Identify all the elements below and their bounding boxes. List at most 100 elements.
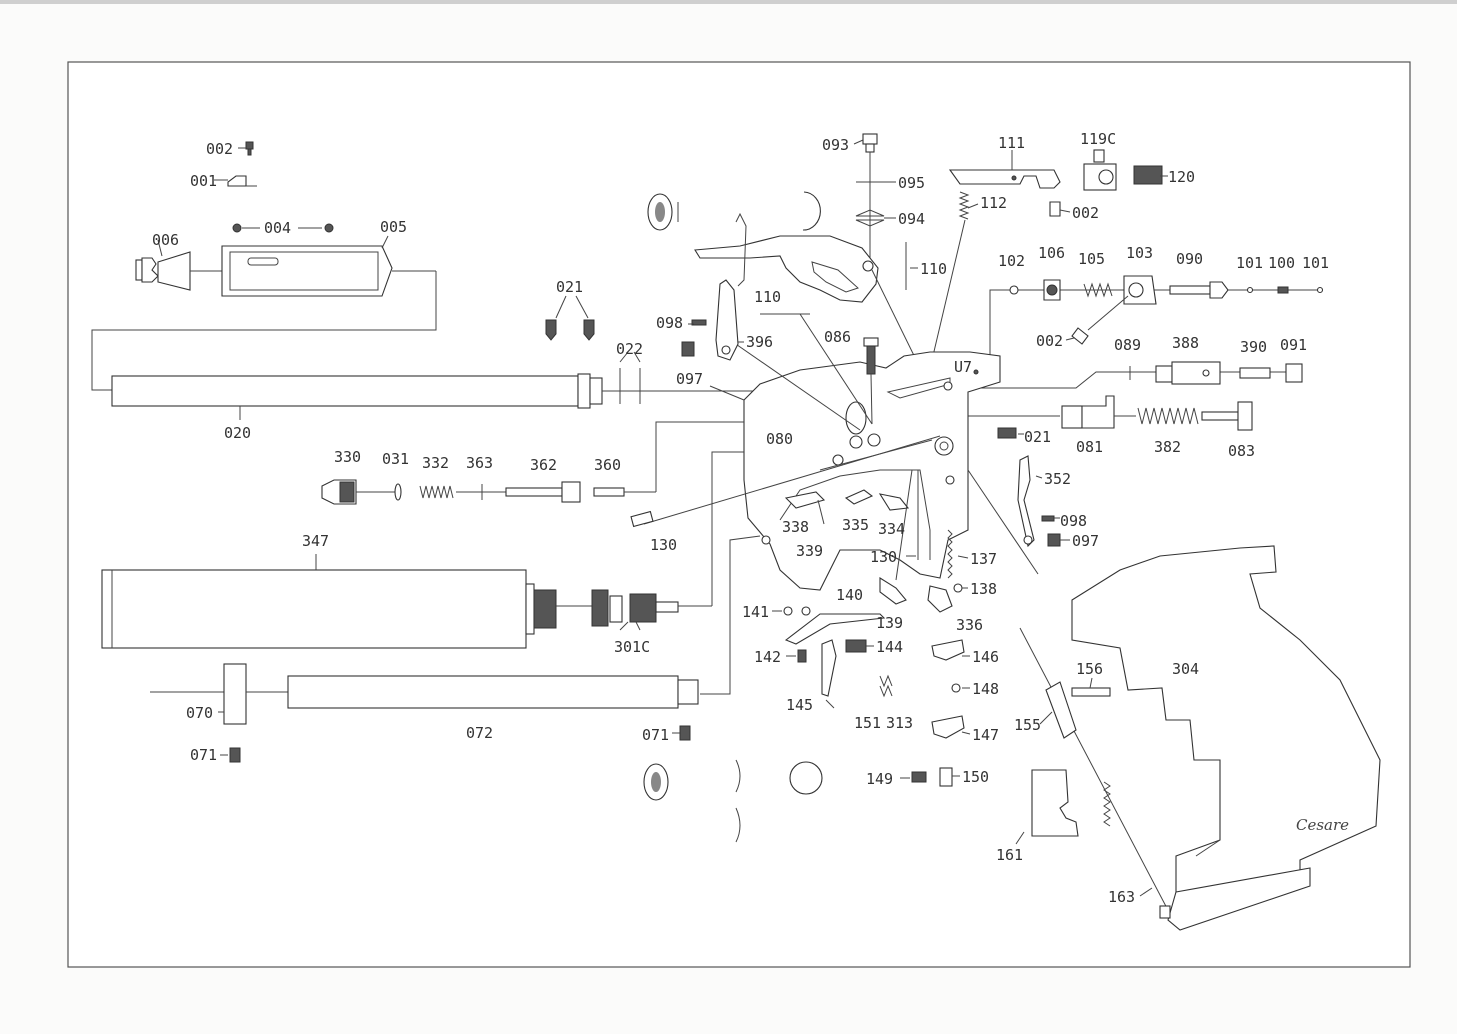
front-sight-group [91, 141, 437, 391]
label-086: 086 [824, 328, 851, 346]
label-103: 103 [1126, 244, 1153, 262]
grip-signature: Cesare [1296, 816, 1349, 834]
label-100: 100 [1268, 254, 1295, 272]
label-102: 102 [998, 252, 1025, 270]
label-130b: 130 [870, 548, 897, 566]
label-146: 146 [972, 648, 999, 666]
label-382: 382 [1154, 438, 1181, 456]
label-163: 163 [1108, 888, 1135, 906]
label-002c: 002 [1036, 332, 1063, 350]
label-150: 150 [962, 768, 989, 786]
label-022: 022 [616, 340, 643, 358]
label-021b: 021 [1024, 428, 1051, 446]
label-147: 147 [972, 726, 999, 744]
trigger-rod-group [321, 479, 656, 528]
label-301c: 301C [614, 638, 650, 656]
receiver-080 [643, 279, 1001, 695]
label-336: 336 [956, 616, 983, 634]
label-093: 093 [822, 136, 849, 154]
loose-parts-bottom [643, 759, 1079, 843]
leader-lines [214, 139, 1168, 897]
label-334: 334 [878, 520, 905, 538]
label-001: 001 [190, 172, 217, 190]
label-090: 090 [1176, 250, 1203, 268]
label-330: 330 [334, 448, 361, 466]
label-313: 313 [886, 714, 913, 732]
label-110b: 110 [754, 288, 781, 306]
diagram-frame [67, 61, 1411, 968]
label-360: 360 [594, 456, 621, 474]
label-161: 161 [996, 846, 1023, 864]
label-339: 339 [796, 542, 823, 560]
label-142: 142 [754, 648, 781, 666]
label-338: 338 [782, 518, 809, 536]
label-139: 139 [876, 614, 903, 632]
safety-group [967, 455, 1061, 575]
label-105: 105 [1078, 250, 1105, 268]
label-002: 002 [206, 140, 233, 158]
top-edge-bar [0, 0, 1457, 4]
label-u7: U7 [954, 358, 972, 376]
label-120: 120 [1168, 168, 1195, 186]
label-390: 390 [1240, 338, 1267, 356]
label-020: 020 [224, 424, 251, 442]
label-089: 089 [1114, 336, 1141, 354]
label-097b: 097 [1072, 532, 1099, 550]
label-138: 138 [970, 580, 997, 598]
rear-sight-rod-group [968, 275, 1324, 439]
trigger-parts-group [783, 469, 965, 787]
part-labels: 002 001 004 005 006 021 022 020 093 095 … [152, 130, 1329, 906]
label-005: 005 [380, 218, 407, 236]
label-071b: 071 [190, 746, 217, 764]
label-335: 335 [842, 516, 869, 534]
label-156: 156 [1076, 660, 1103, 678]
label-148: 148 [972, 680, 999, 698]
label-155: 155 [1014, 716, 1041, 734]
tube-072 [150, 663, 699, 763]
label-396: 396 [746, 333, 773, 351]
label-149: 149 [866, 770, 893, 788]
label-112: 112 [980, 194, 1007, 212]
label-098b: 098 [1060, 512, 1087, 530]
label-110a: 110 [920, 260, 947, 278]
label-144: 144 [876, 638, 903, 656]
label-119c: 119C [1080, 130, 1116, 148]
label-130a: 130 [650, 536, 677, 554]
label-071a: 071 [642, 726, 669, 744]
label-101b: 101 [1302, 254, 1329, 272]
label-080: 080 [766, 430, 793, 448]
label-363: 363 [466, 454, 493, 472]
label-094: 094 [898, 210, 925, 228]
grip-304: Cesare [1019, 545, 1381, 931]
label-083: 083 [1228, 442, 1255, 460]
label-097: 097 [676, 370, 703, 388]
label-070: 070 [186, 704, 213, 722]
label-106: 106 [1038, 244, 1065, 262]
label-004: 004 [264, 219, 291, 237]
label-111: 111 [998, 134, 1025, 152]
label-362: 362 [530, 456, 557, 474]
label-006: 006 [152, 231, 179, 249]
label-145: 145 [786, 696, 813, 714]
upper-mechanism-group [647, 133, 1163, 381]
label-095: 095 [898, 174, 925, 192]
label-098: 098 [656, 314, 683, 332]
label-031: 031 [382, 450, 409, 468]
label-388: 388 [1172, 334, 1199, 352]
label-081: 081 [1076, 438, 1103, 456]
label-137: 137 [970, 550, 997, 568]
label-352: 352 [1044, 470, 1071, 488]
label-332: 332 [422, 454, 449, 472]
label-101a: 101 [1236, 254, 1263, 272]
label-021: 021 [556, 278, 583, 296]
label-304: 304 [1172, 660, 1199, 678]
label-141: 141 [742, 603, 769, 621]
label-091: 091 [1280, 336, 1307, 354]
barrel-020 [111, 295, 760, 420]
label-072: 072 [466, 724, 493, 742]
label-151: 151 [854, 714, 881, 732]
label-347: 347 [302, 532, 329, 550]
label-140: 140 [836, 586, 863, 604]
label-002b: 002 [1072, 204, 1099, 222]
